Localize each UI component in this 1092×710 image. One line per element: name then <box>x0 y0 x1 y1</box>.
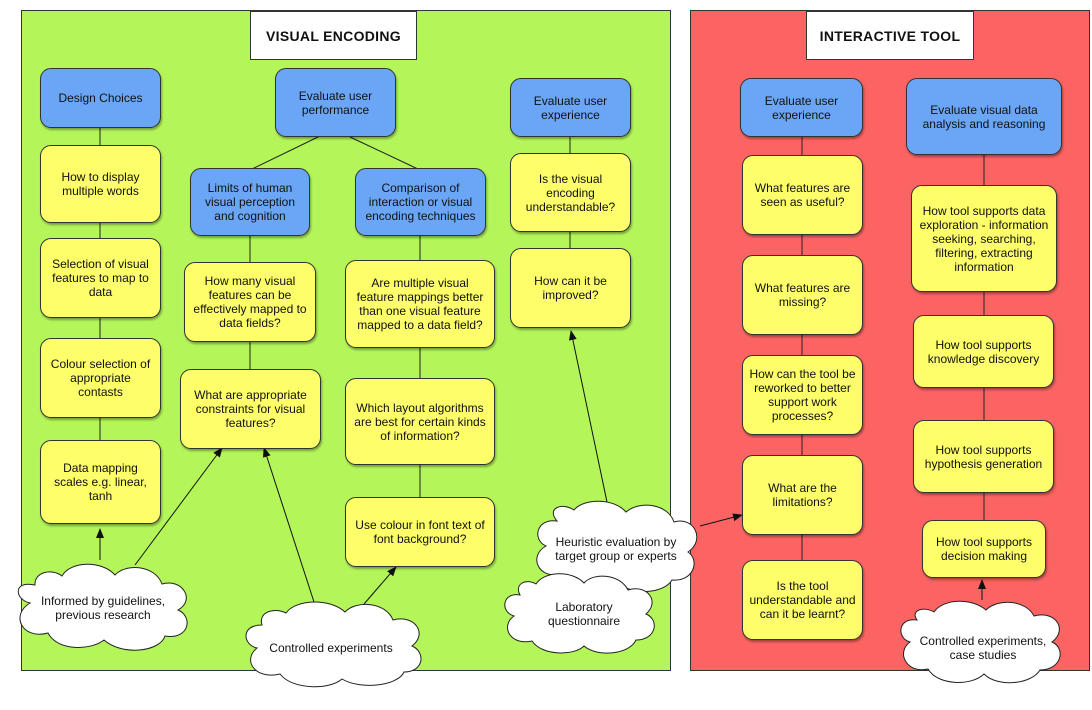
tool-experience-header: Evaluate user experience <box>740 78 863 137</box>
design-choice-item: Selection of visual features to map to d… <box>40 238 161 318</box>
cloud-shape <box>536 500 698 593</box>
design-choice-item: How to display multiple words <box>40 145 161 223</box>
arrow <box>363 566 397 605</box>
tool-experience-question: What features are seen as useful? <box>742 155 863 235</box>
arrow <box>568 330 608 503</box>
visual-encoding-title: VISUAL ENCODING <box>250 11 417 60</box>
limits-question: How many visual features can be effectiv… <box>184 262 316 342</box>
analysis-item: How tool supports data exploration - inf… <box>911 185 1057 292</box>
connector-line <box>349 136 421 171</box>
analysis-item: How tool supports decision making <box>922 520 1046 578</box>
tool-experience-question: What are the limitations? <box>742 455 863 535</box>
design-choices-header: Design Choices <box>40 68 161 128</box>
analysis-item: How tool supports hypothesis generation <box>913 420 1054 493</box>
tool-experience-question: What features are missing? <box>742 255 863 335</box>
cloud-shape <box>504 573 655 654</box>
cloud-controlled-experiments-label: Controlled experiments <box>269 641 393 655</box>
cloud-questionnaire-label: Laboratory questionnaire <box>547 600 621 628</box>
cloud-heuristic-label: Heuristic evaluation by target group or … <box>555 535 677 563</box>
comparison-question: Are multiple visual feature mappings bet… <box>345 260 495 348</box>
interactive-tool-title: INTERACTIVE TOOL <box>806 11 974 60</box>
comparison-techniques-header: Comparison of interaction or visual enco… <box>355 168 486 236</box>
experience-question: How can it be improved? <box>510 248 631 328</box>
cloud-shape <box>900 600 1061 684</box>
cloud-shape <box>17 563 188 651</box>
evaluate-experience-header: Evaluate user experience <box>510 78 631 137</box>
arrow <box>699 513 743 527</box>
tool-experience-question: How can the tool be reworked to better s… <box>742 355 863 435</box>
analysis-reasoning-header: Evaluate visual data analysis and reason… <box>906 78 1062 155</box>
analysis-item: How tool supports knowledge discovery <box>913 315 1054 388</box>
connector-line <box>249 136 319 171</box>
tool-experience-question: Is the tool understandable and can it be… <box>742 560 863 640</box>
experience-question: Is the visual encoding understandable? <box>510 153 631 232</box>
design-choice-item: Data mapping scales e.g. linear, tanh <box>40 440 161 524</box>
cloud-guidelines-label: Informed by guidelines, previous researc… <box>40 594 166 622</box>
limits-perception-header: Limits of human visual perception and co… <box>190 168 310 236</box>
design-choice-item: Colour selection of appropriate contasts <box>40 338 161 418</box>
limits-question: What are appropriate constraints for vis… <box>180 369 321 449</box>
cloud-case-studies-label: Controlled experiments, case studies <box>919 634 1047 662</box>
arrow <box>134 447 223 566</box>
cloud-shape <box>245 601 422 688</box>
evaluate-performance-header: Evaluate user performance <box>275 68 396 137</box>
arrow <box>262 447 315 603</box>
comparison-question: Which layout algorithms are best for cer… <box>345 378 495 465</box>
comparison-question: Use colour in font text of font backgrou… <box>345 497 495 567</box>
